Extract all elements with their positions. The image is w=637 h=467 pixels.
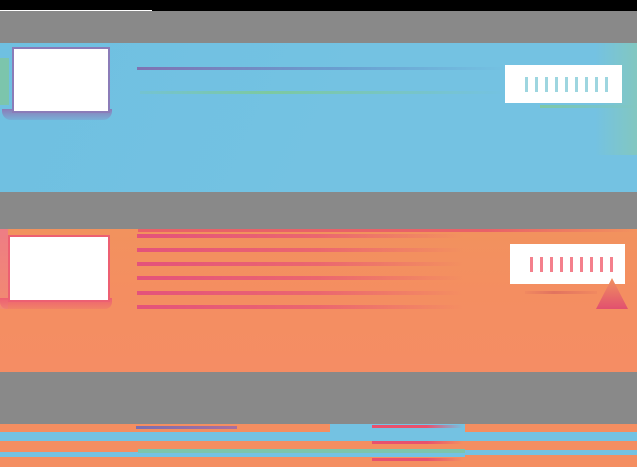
green-placeholder-line: [140, 91, 505, 94]
stripe-blue-right: [465, 450, 637, 455]
stripe-blue-left: [0, 452, 138, 457]
skeleton-text-line: [137, 234, 463, 238]
barcode-box-pink: [510, 244, 625, 284]
skeleton-text-line: [137, 248, 463, 252]
tick-mark: [595, 76, 598, 92]
orange-section: [0, 229, 637, 372]
skeleton-card-orange: [8, 235, 110, 302]
skeleton-text-lines: [137, 234, 463, 312]
skeleton-text-line: [137, 276, 463, 280]
skeleton-text-line: [137, 262, 463, 266]
pink-top-edge: [138, 229, 637, 232]
teal-accent-strip: [0, 58, 9, 105]
tick-mark: [560, 256, 563, 272]
tick-mark: [525, 76, 528, 92]
stripe-purple-line: [136, 426, 237, 429]
tick-mark: [555, 76, 558, 92]
tick-mark: [530, 256, 533, 272]
card-shadow-blue: [2, 109, 112, 120]
barcode-box-blue: [505, 65, 622, 103]
line-under-box: [525, 291, 597, 294]
purple-placeholder-line: [137, 67, 507, 70]
gray-band-middle: [0, 192, 637, 229]
card-shadow-orange: [0, 298, 112, 309]
stripe-blue-segment: [330, 424, 465, 433]
tick-mark: [540, 256, 543, 272]
pink-accent-strip: [0, 229, 8, 309]
bottom-stripes-section: [0, 424, 637, 467]
tick-mark: [550, 256, 553, 272]
skeleton-card-blue: [12, 47, 110, 113]
tick-mark: [535, 76, 538, 92]
tick-mark: [580, 256, 583, 272]
stripe-teal-segment: [138, 449, 465, 453]
green-line-under-box: [540, 105, 637, 108]
stripe-red-line-1: [372, 425, 463, 428]
tick-mark: [575, 76, 578, 92]
tick-mark: [570, 256, 573, 272]
tick-mark: [610, 256, 613, 272]
stripe-blue-mid: [138, 453, 465, 457]
tick-mark: [545, 76, 548, 92]
skeleton-text-line: [137, 305, 463, 309]
top-black-bar-right: [152, 0, 637, 11]
stripe-red-line-3: [372, 458, 463, 461]
gray-band-top: [0, 11, 637, 43]
tick-mark: [590, 256, 593, 272]
gray-band-bottom: [0, 372, 637, 424]
tick-mark: [585, 76, 588, 92]
tick-mark: [605, 76, 608, 92]
stripe-red-line-2: [372, 441, 463, 444]
stripe-blue-full: [0, 432, 637, 441]
blue-section: [0, 43, 637, 192]
tick-mark: [565, 76, 568, 92]
skeleton-text-line: [137, 291, 463, 295]
tick-mark: [600, 256, 603, 272]
